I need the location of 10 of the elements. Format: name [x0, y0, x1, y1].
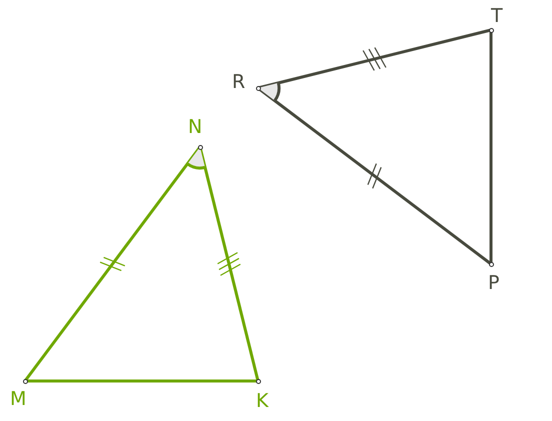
line-segment: [258, 28, 492, 90]
line-segment: [24, 146, 202, 382]
point-label: N: [188, 117, 202, 137]
point-label: T: [491, 6, 503, 26]
point-label: M: [10, 389, 26, 409]
point-label: K: [256, 391, 268, 411]
line-segment: [25, 380, 258, 382]
line-segment: [490, 30, 492, 264]
point-label: R: [232, 72, 246, 92]
point-label: P: [488, 273, 500, 293]
